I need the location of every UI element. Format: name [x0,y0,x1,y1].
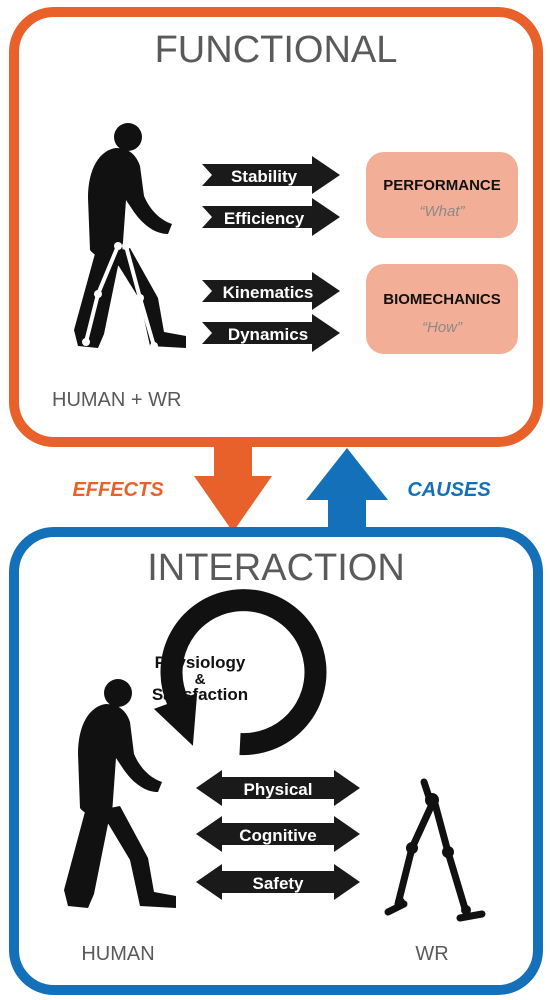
arrow-stability: Stability [202,156,340,194]
functional-caption: HUMAN + WR [52,389,181,411]
arrow-stability-label: Stability [231,167,298,186]
double-arrow-physical: Physical [196,770,360,806]
causes-label: CAUSES [407,479,491,501]
performance-subtitle: “What” [420,203,466,220]
wr-caption: WR [415,943,448,965]
functional-title: FUNCTIONAL [155,29,398,71]
biomechanics-box: BIOMECHANICS “How” [366,264,518,354]
functional-panel: FUNCTIONAL Stability Efficiency [9,7,543,447]
cycle-label-line2: & [195,671,206,688]
effects-label: EFFECTS [72,479,164,501]
arrow-kinematics-label: Kinematics [223,283,314,302]
effects-connector: EFFECTS [72,446,272,532]
walking-human-icon [64,679,176,908]
causes-connector: CAUSES [306,448,491,534]
performance-box: PERFORMANCE “What” [366,152,518,238]
double-arrow-physical-label: Physical [244,780,313,799]
arrow-efficiency: Efficiency [202,198,340,236]
interaction-title: INTERACTION [147,547,405,589]
circular-arrow-icon [153,589,327,756]
double-arrow-safety: Safety [196,864,360,900]
wearable-robot-icon [384,778,486,922]
double-arrow-cognitive: Cognitive [196,816,360,852]
human-caption: HUMAN [81,943,154,965]
double-arrow-safety-label: Safety [252,874,304,893]
arrow-dynamics-label: Dynamics [228,325,308,344]
performance-title: PERFORMANCE [383,177,501,194]
cycle-label-line1: Physiology [155,653,246,672]
arrow-dynamics: Dynamics [202,314,340,352]
biomechanics-title: BIOMECHANICS [383,291,501,308]
causes-arrow [306,448,388,534]
interaction-panel: INTERACTION Physiology & Satisfaction Ph… [9,527,543,995]
double-arrow-cognitive-label: Cognitive [239,826,316,845]
effects-arrow [194,446,272,532]
biomechanics-subtitle: “How” [422,319,463,336]
walking-human-with-exoskeleton-icon [74,123,186,350]
arrow-efficiency-label: Efficiency [224,209,305,228]
arrow-kinematics: Kinematics [202,272,340,310]
cycle-label-line3: Satisfaction [152,685,248,704]
